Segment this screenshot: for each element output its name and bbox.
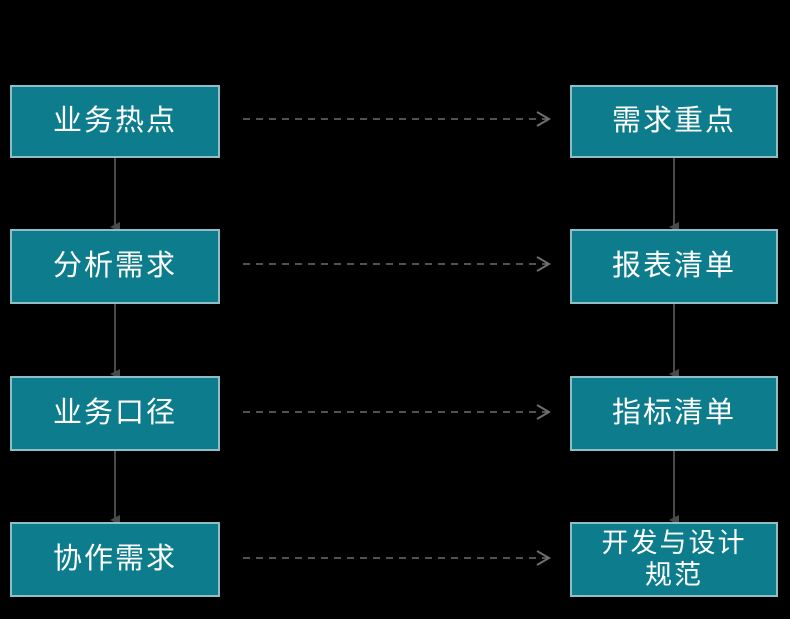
horizontal-edges [243,111,551,566]
node-label: 开发与设计 规范 [601,527,747,590]
node-requirement-focus[interactable]: 需求重点 [570,85,778,158]
node-label: 需求重点 [611,104,736,137]
node-collaboration-requirements[interactable]: 协作需求 [10,522,220,597]
node-report-list[interactable]: 报表清单 [570,229,778,304]
node-label: 报表清单 [611,249,736,282]
node-label: 分析需求 [52,249,177,282]
node-label: 业务热点 [52,104,177,137]
node-label: 指标清单 [611,396,736,429]
node-label: 协作需求 [52,542,177,575]
node-development-design-spec[interactable]: 开发与设计 规范 [570,522,778,597]
node-analyze-requirements[interactable]: 分析需求 [10,229,220,304]
node-metric-list[interactable]: 指标清单 [570,376,778,451]
node-business-caliber[interactable]: 业务口径 [10,376,220,451]
vertical-edges [110,158,679,525]
node-label: 业务口径 [52,396,177,429]
node-business-hotspot[interactable]: 业务热点 [10,85,220,158]
